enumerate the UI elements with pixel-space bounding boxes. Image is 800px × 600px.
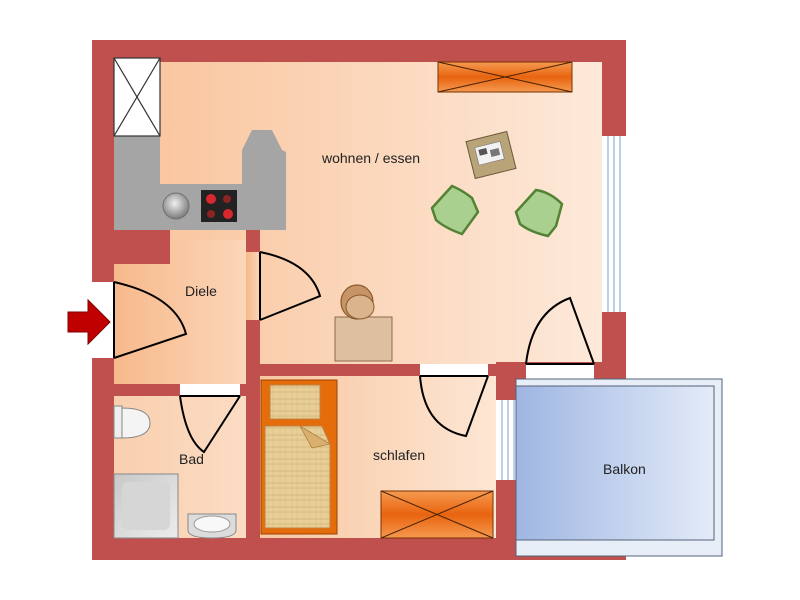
- room-label-bedroom: schlafen: [373, 447, 426, 463]
- side-table-icon: [465, 130, 517, 180]
- wall-hall-top: [114, 230, 170, 264]
- room-label-balcony: Balkon: [603, 461, 646, 477]
- balcony-door: [525, 296, 595, 365]
- bedroom-door: [419, 375, 489, 438]
- room-label-bath: Bad: [179, 451, 204, 467]
- room-label-hall: Diele: [185, 283, 217, 299]
- cabinet-icon: [437, 61, 573, 93]
- toilet-icon: [113, 405, 151, 439]
- balcony-floor: [515, 385, 715, 541]
- stove-icon: [201, 190, 237, 222]
- desk-chair-icon: [340, 284, 375, 320]
- living-door: [259, 251, 322, 321]
- hall-floor: [114, 240, 246, 386]
- bed-door-opening: [420, 364, 488, 376]
- bath-door: [179, 395, 241, 454]
- chair-icon: [430, 184, 480, 236]
- chair-icon-2: [514, 188, 564, 238]
- hall-door-opening: [246, 252, 260, 320]
- washbasin-icon: [187, 513, 237, 539]
- cabinet-bedroom-icon: [380, 490, 494, 539]
- window-bedroom-right: [496, 400, 516, 480]
- window-living-right: [602, 136, 626, 312]
- kitchen-counter: [114, 130, 286, 230]
- shower-icon: [113, 473, 179, 539]
- fridge-icon: [113, 57, 161, 137]
- entry-arrow-icon: [67, 298, 111, 346]
- desk-icon: [334, 316, 393, 362]
- bath-door-opening: [180, 384, 240, 396]
- bed-icon: [260, 379, 338, 535]
- sink-icon: [162, 192, 190, 220]
- room-label-living: wohnen / essen: [322, 150, 421, 166]
- entry-door: [113, 281, 188, 359]
